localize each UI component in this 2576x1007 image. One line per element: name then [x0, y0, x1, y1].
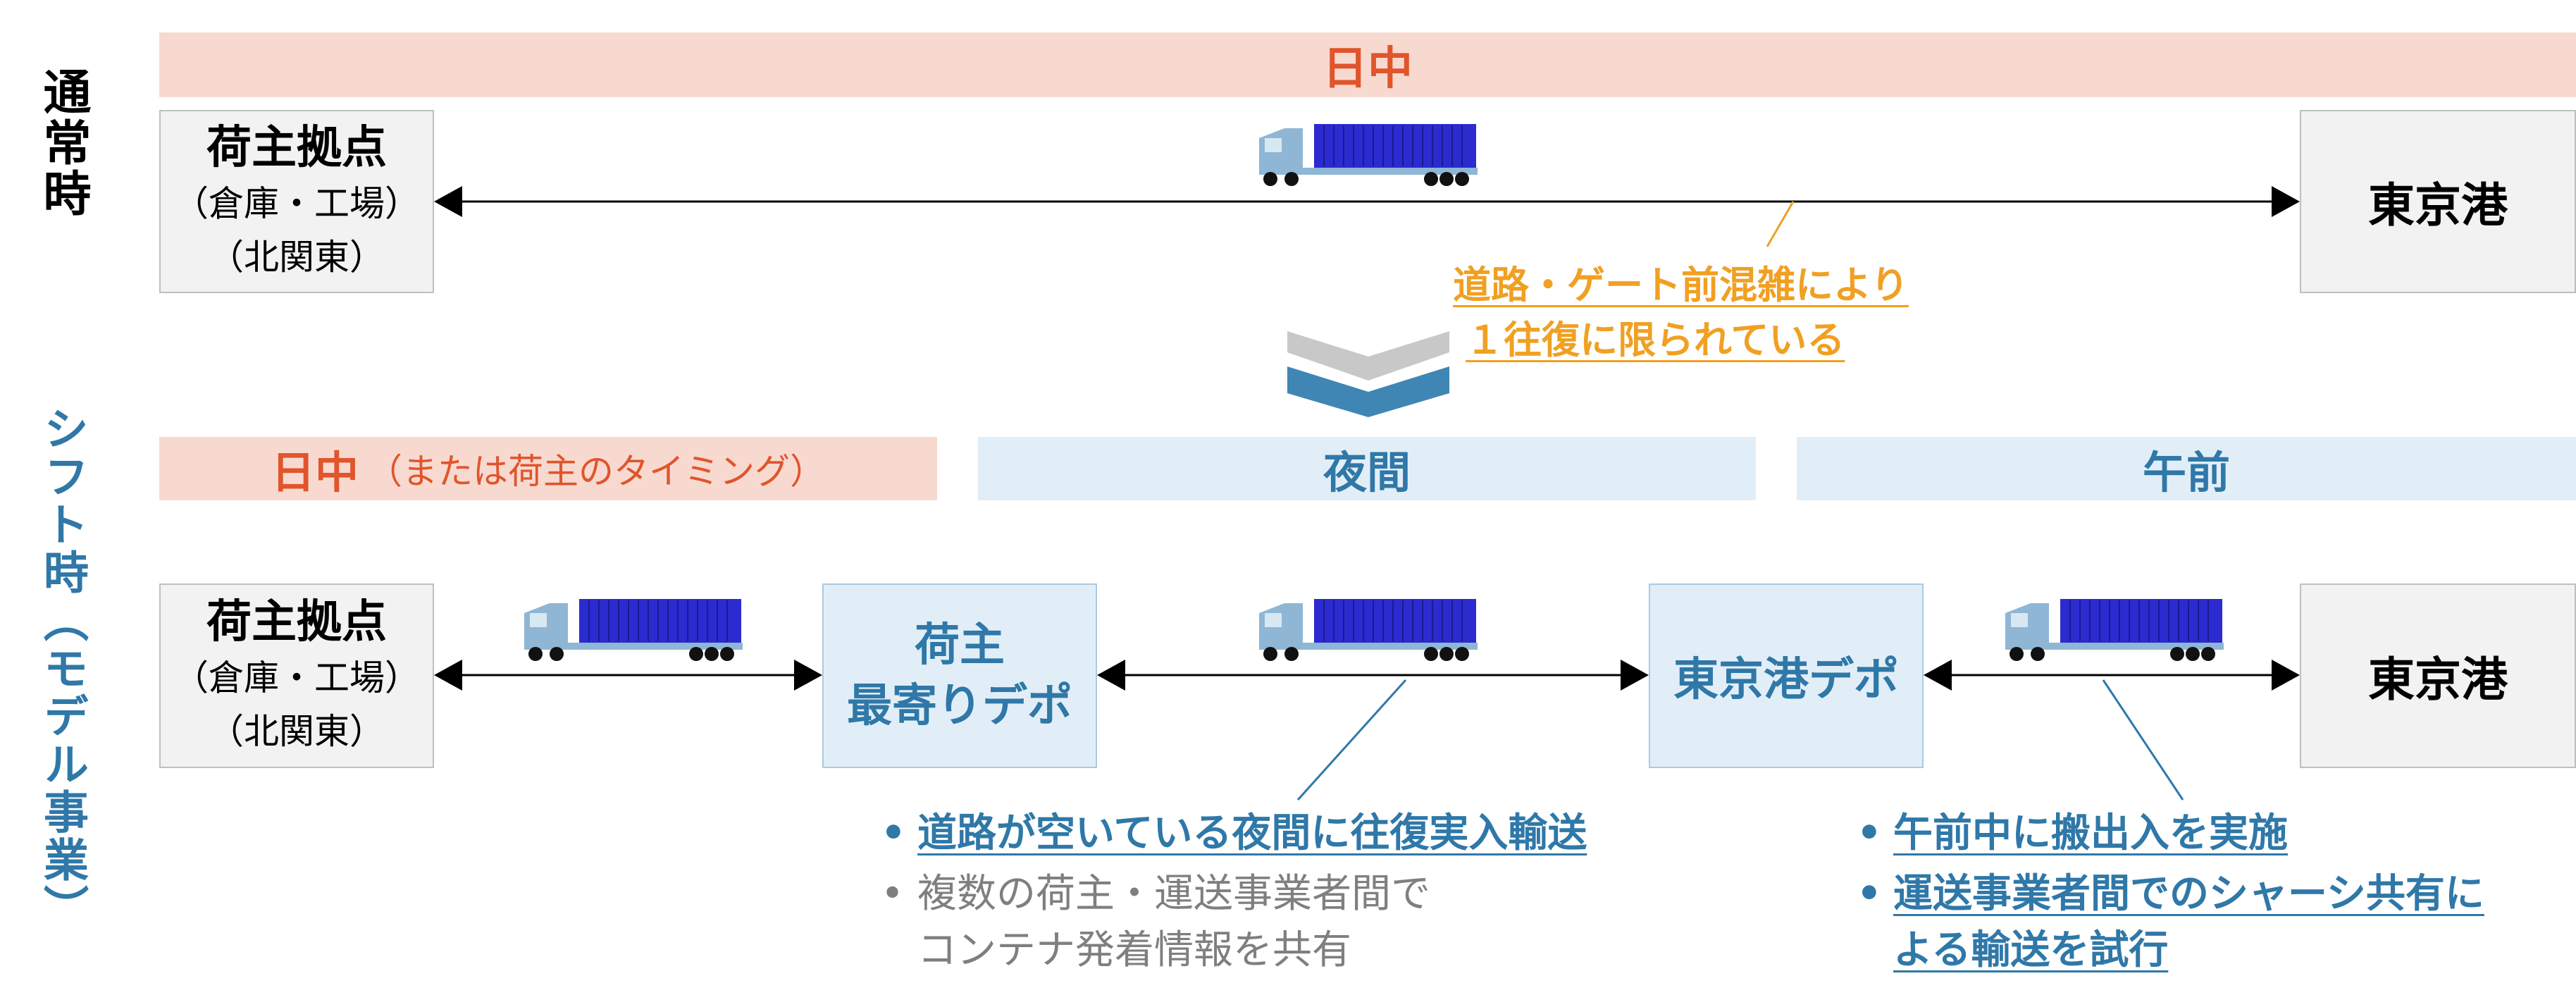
shipper-depot-box: 荷主 最寄りデポ — [822, 583, 1097, 768]
shipper-box-bottom: 荷主拠点 （倉庫・工場） （北関東） — [159, 583, 434, 768]
morning-point-1: 午前中に搬出入を実施 — [1893, 810, 2288, 856]
congestion-note: 道路・ゲート前混雑により １往復に限られている — [1453, 258, 1909, 368]
truck-icon — [2005, 598, 2224, 662]
port-depot-box: 東京港デポ — [1649, 583, 1924, 768]
shipper-box-top: 荷主拠点 （倉庫・工場） （北関東） — [159, 110, 434, 293]
band-shift-day-sublabel: （または荷主のタイミング） — [367, 451, 825, 492]
port-title: 東京港 — [2368, 178, 2508, 233]
night-notes: • 道路が空いている夜間に往復実入輸送 • 複数の荷主・運送事業者間で コンテナ… — [881, 805, 1587, 979]
callout-line-night — [1296, 679, 1407, 801]
list-item: • 運送事業者間でのシャーシ共有に よる輸送を試行 — [1857, 866, 2484, 979]
bullet: • — [1857, 810, 1882, 856]
night-point-2-line2: コンテナ発着情報を共有 — [917, 927, 1351, 973]
double-arrow-depot-depot — [1097, 660, 1649, 691]
truck-icon — [1258, 123, 1478, 187]
morning-point-2-line2: よる輸送を試行 — [1893, 927, 2169, 973]
callout-line-morning — [2102, 679, 2184, 801]
band-shift-day-label: 日中 — [271, 447, 359, 498]
congestion-note-line1: 道路・ゲート前混雑により — [1453, 263, 1909, 307]
truck-icon — [1258, 598, 1478, 662]
shipper-title: 荷主拠点 — [206, 122, 387, 174]
band-morning: 午前 — [1797, 437, 2576, 500]
double-arrow-shipper-depot — [434, 660, 822, 691]
band-normal-day-label: 日中 — [1323, 43, 1413, 95]
shipper-title: 荷主拠点 — [206, 596, 387, 648]
depot-title-line1: 荷主 — [915, 619, 1005, 672]
list-item: • 午前中に搬出入を実施 — [1857, 805, 2484, 862]
double-arrow-depot-port — [1924, 660, 2300, 691]
congestion-note-line2: １往復に限られている — [1466, 318, 1845, 362]
port-box-bottom: 東京港 — [2300, 583, 2576, 768]
port-box-top: 東京港 — [2300, 110, 2576, 293]
depot-title-line2: 最寄りデポ — [847, 680, 1072, 732]
shift-label: シフト時（モデル事業） — [36, 405, 88, 932]
band-shift-day: 日中 （または荷主のタイミング） — [159, 437, 937, 500]
list-item: • 道路が空いている夜間に往復実入輸送 — [881, 805, 1587, 862]
morning-notes: • 午前中に搬出入を実施 • 運送事業者間でのシャーシ共有に よる輸送を試行 — [1857, 805, 2484, 979]
band-night: 夜間 — [978, 437, 1756, 500]
chevron-down-icon — [1287, 331, 1449, 417]
bullet: • — [881, 871, 905, 917]
bullet: • — [881, 810, 906, 856]
normal-label: 通常時 — [35, 67, 90, 219]
port-depot-title: 東京港デポ — [1673, 654, 1899, 706]
band-night-label: 夜間 — [1323, 447, 1411, 498]
truck-icon — [524, 598, 743, 662]
shipper-subtitle: （倉庫・工場） — [173, 183, 420, 224]
night-point-2-line1: 複数の荷主・運送事業者間で — [917, 871, 1430, 917]
shipper-region: （北関東） — [209, 711, 385, 752]
bullet: • — [1857, 871, 1882, 917]
shipper-region: （北関東） — [209, 237, 385, 278]
callout-line-congestion — [1766, 201, 1795, 247]
band-morning-label: 午前 — [2142, 447, 2230, 498]
morning-point-2-line1: 運送事業者間でのシャーシ共有に — [1893, 871, 2484, 917]
night-point-1: 道路が空いている夜間に往復実入輸送 — [917, 810, 1587, 856]
list-item: • 複数の荷主・運送事業者間で コンテナ発着情報を共有 — [881, 866, 1587, 979]
double-arrow-top — [434, 186, 2300, 217]
shipper-subtitle: （倉庫・工場） — [173, 657, 420, 698]
band-normal-day: 日中 — [159, 32, 2576, 97]
port-title: 東京港 — [2368, 653, 2508, 707]
